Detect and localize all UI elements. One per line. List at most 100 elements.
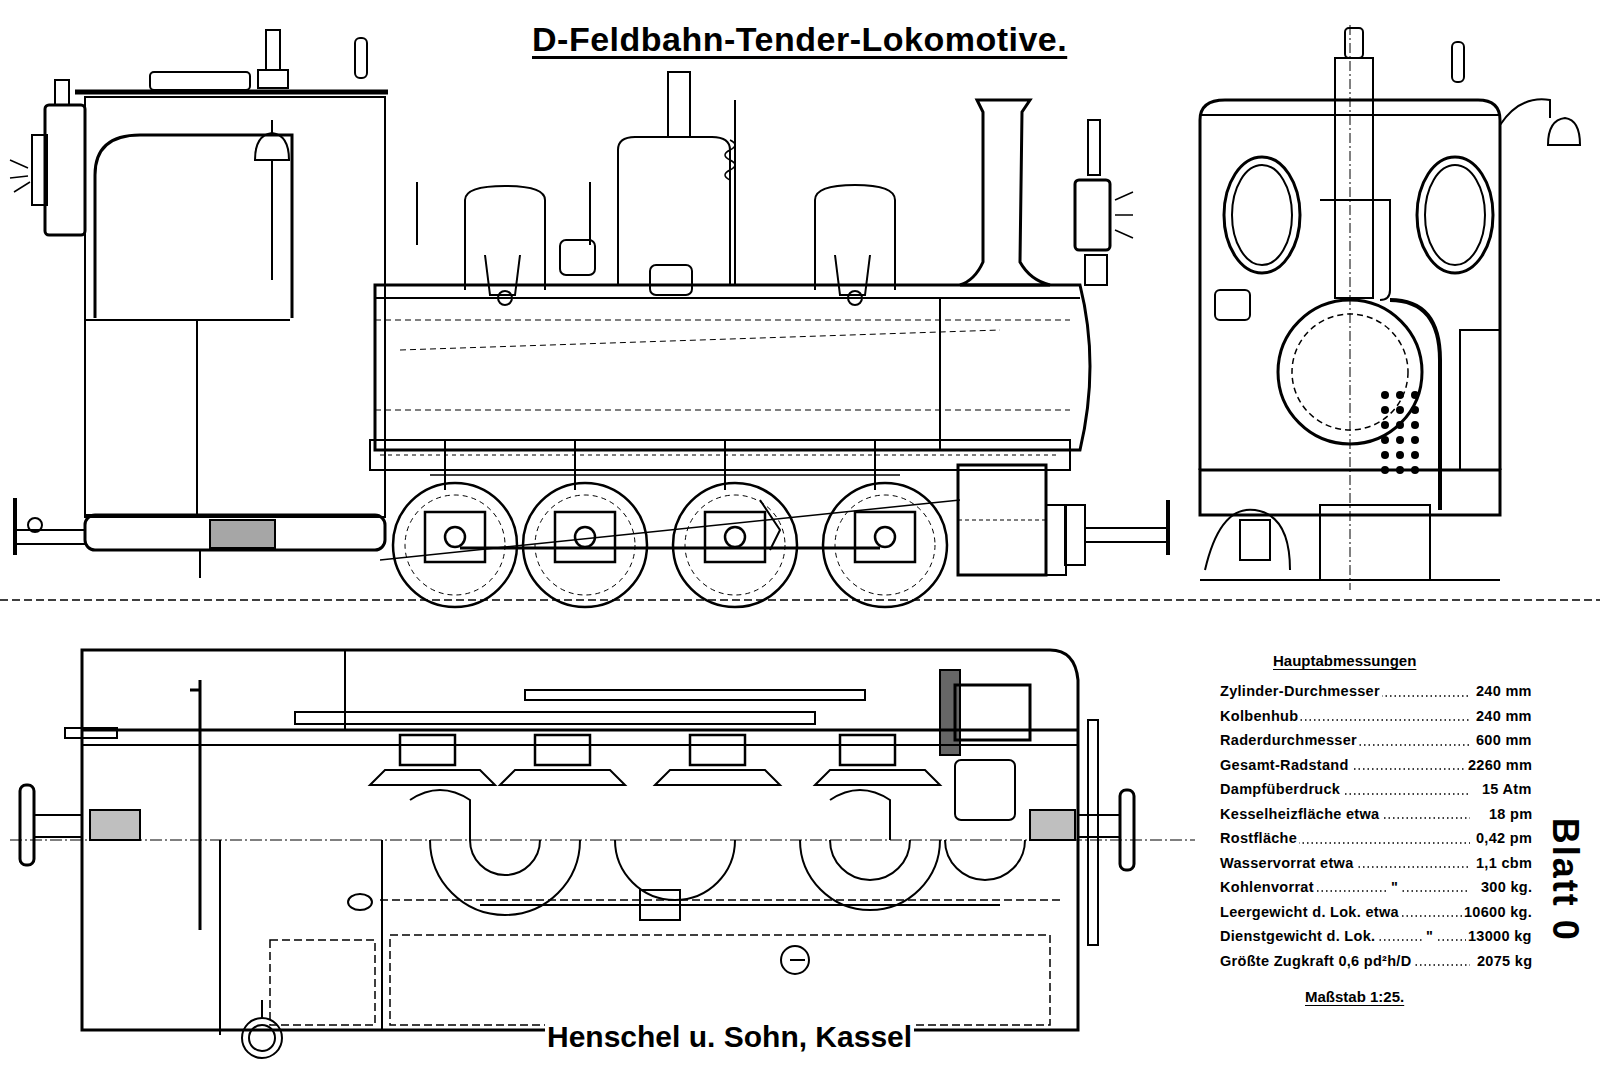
- drawing-line: [375, 410, 1070, 411]
- ditto-mark: ": [1389, 879, 1400, 896]
- drawing-line: [1205, 510, 1290, 570]
- drawing-line: [1065, 505, 1085, 565]
- drawing-line: [535, 735, 590, 765]
- drawing-line: [848, 291, 862, 305]
- drawing-line: [485, 255, 520, 295]
- drawing-line: [465, 186, 545, 290]
- drawing-line: [725, 140, 735, 180]
- table-cell: Leergewicht d. Lok. etwa: [1218, 904, 1401, 921]
- drawing-line: [1396, 421, 1404, 429]
- drawing-line: [835, 255, 870, 295]
- drawing-line: [381, 840, 383, 1030]
- drawing-line: [668, 72, 690, 137]
- drawing-line: [1411, 406, 1419, 414]
- drawing-line: [390, 935, 1050, 1025]
- drawing-line: [790, 959, 805, 961]
- drawing-line: [498, 291, 512, 305]
- drawing-line: [1396, 436, 1404, 444]
- drawing-line: [1345, 28, 1363, 58]
- drawing-line: [430, 840, 580, 915]
- table-value: 10600 kg.: [1462, 904, 1534, 921]
- drawing-line: [1500, 99, 1550, 125]
- drawing-line: [348, 894, 372, 910]
- table-value: 2260 mm: [1466, 757, 1534, 774]
- drawing-line: [960, 100, 1050, 285]
- drawing-line: [1046, 505, 1066, 575]
- drawing-line: [13, 498, 17, 555]
- drawing-line: [10, 160, 30, 192]
- drawing-line: [589, 182, 591, 245]
- table-value: 240 mm: [1474, 708, 1534, 725]
- table-cell: Rostfläche: [1218, 830, 1299, 847]
- drawing-line: [380, 899, 1060, 901]
- drawing-line: [1411, 421, 1419, 429]
- drawing-line: [655, 770, 780, 785]
- table-cell: Kolbenhub: [1218, 708, 1300, 725]
- drawing-line: [405, 495, 935, 595]
- drawing-line: [416, 182, 418, 245]
- drawing-line: [393, 483, 947, 607]
- drawing-line: [1215, 290, 1250, 320]
- drawing-line: [575, 527, 595, 547]
- drawing-line: [85, 320, 197, 515]
- drawing-line: [725, 527, 745, 547]
- drawing-line: [470, 840, 540, 875]
- table-value: 0,42 pm: [1474, 830, 1534, 847]
- drawing-line: [45, 105, 85, 235]
- drawing-line: [261, 1000, 263, 1018]
- drawing-line: [1280, 842, 1470, 844]
- drawing-line: [266, 30, 280, 70]
- drawing-line: [1381, 391, 1389, 399]
- drawing-line: [650, 265, 692, 295]
- drawing-line: [242, 1018, 282, 1058]
- drawing-line: [199, 550, 201, 578]
- drawing-line: [618, 137, 730, 285]
- drawing-line: [1396, 391, 1404, 399]
- drawing-line: [271, 120, 273, 133]
- drawing-line: [525, 690, 865, 700]
- drawing-line: [1075, 180, 1110, 250]
- drawing-line: [295, 712, 815, 724]
- drawing-line: [958, 465, 1046, 575]
- drawing-line: [197, 319, 290, 321]
- maker-caption: Henschel u. Sohn, Kassel: [545, 1020, 914, 1055]
- drawing-line: [840, 735, 895, 765]
- drawing-line: [1320, 505, 1430, 580]
- drawing-line: [1460, 330, 1500, 470]
- drawing-line: [1411, 436, 1419, 444]
- table-cell: Gesamt-Radstand: [1218, 757, 1351, 774]
- drawing-line: [370, 770, 495, 785]
- table-value: 300 kg.: [1479, 879, 1534, 896]
- drawing-line: [150, 72, 250, 90]
- table-value: 600 mm: [1474, 732, 1534, 749]
- drawing-line: [1417, 157, 1493, 273]
- drawing-line: [815, 185, 895, 290]
- drawing-line: [955, 685, 1030, 740]
- drawing-line: [355, 38, 367, 78]
- drawing-line: [815, 770, 940, 785]
- drawing-line: [1381, 391, 1419, 474]
- table-cell: Dienstgewicht d. Lok.: [1218, 928, 1377, 945]
- drawing-line: [271, 160, 273, 280]
- drawing-line: [430, 474, 900, 476]
- sheet-title: D-Feldbahn-Tender-Lokomotive.: [530, 20, 1069, 59]
- drawing-line: [82, 650, 1078, 1030]
- drawing-line: [370, 770, 940, 785]
- ditto-mark: ": [1424, 928, 1435, 945]
- table-value: 1,1 cbm: [1474, 855, 1534, 872]
- drawing-line: [685, 495, 785, 595]
- drawing-line: [10, 30, 1168, 607]
- drawing-line: [34, 815, 82, 837]
- drawing-line: [1240, 520, 1270, 560]
- drawing-line: [1452, 42, 1464, 82]
- drawing-line: [705, 512, 765, 562]
- table-value: 18 pm: [1487, 806, 1534, 823]
- drawing-line: [1320, 200, 1390, 300]
- drawing-line: [1411, 451, 1419, 459]
- drawing-line: [20, 785, 34, 865]
- drawing-line: [445, 527, 465, 547]
- drawing-line: [375, 320, 1070, 321]
- drawing-line: [10, 840, 1195, 841]
- drawing-line: [1224, 157, 1300, 273]
- drawing-line: [460, 547, 880, 550]
